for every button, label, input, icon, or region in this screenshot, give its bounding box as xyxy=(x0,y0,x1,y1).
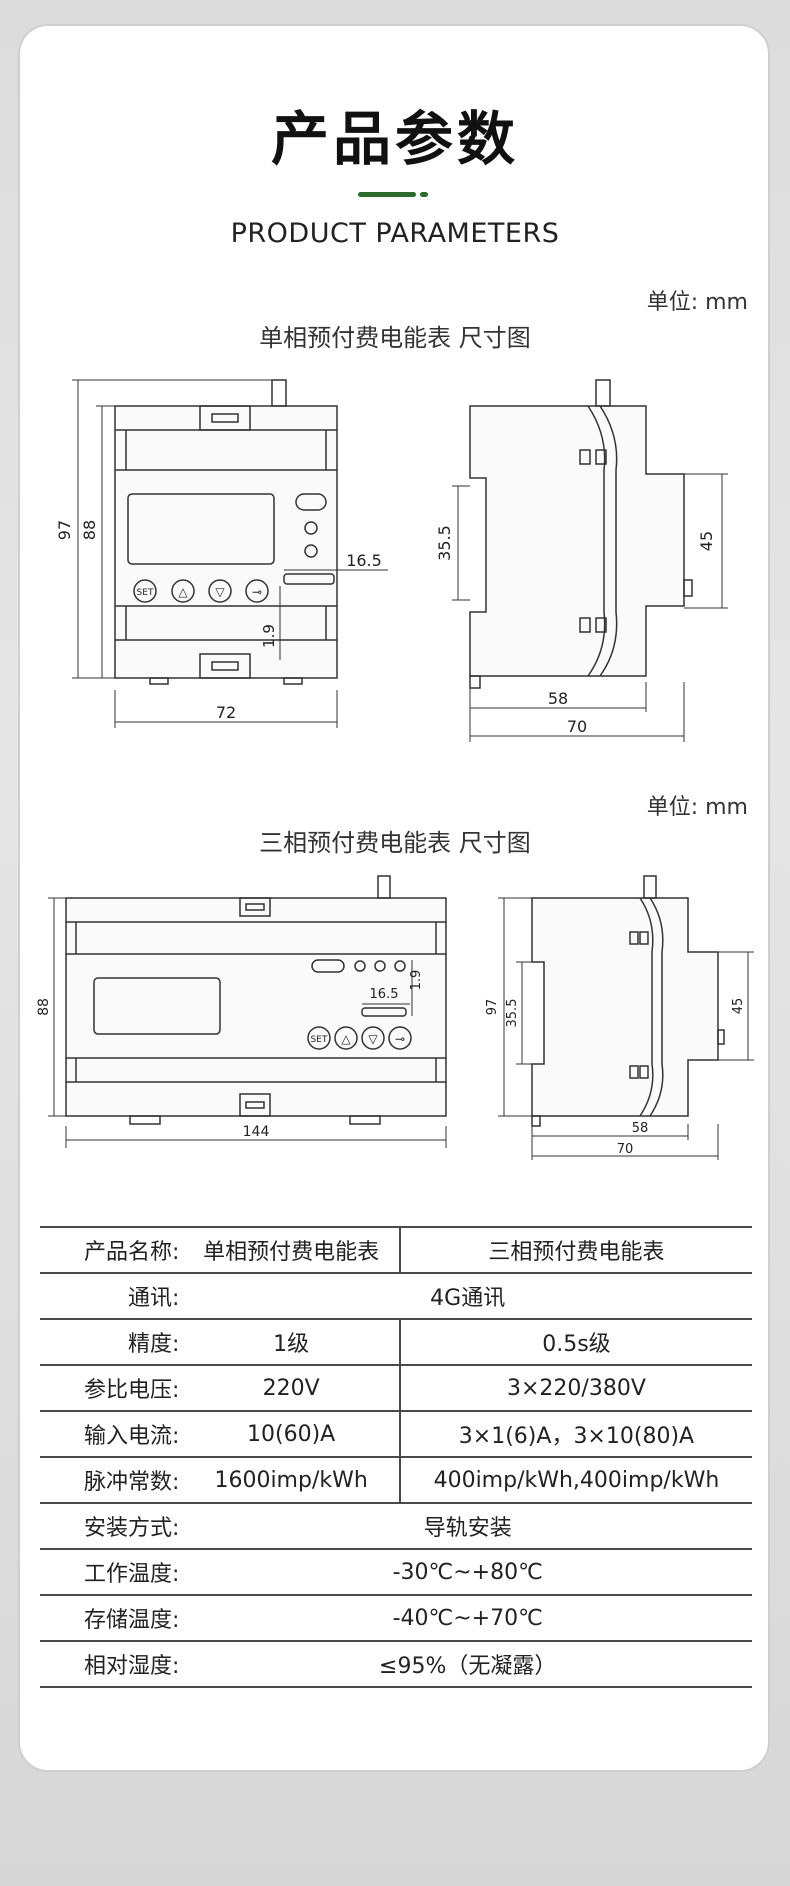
row-label: 产品名称: xyxy=(40,1226,184,1274)
merged-value: ≤95%（无凝露） xyxy=(183,1640,752,1688)
single-up-button-label: △ xyxy=(178,585,188,599)
single-dim-depth-total: 70 xyxy=(567,717,587,736)
three-dim-window-height: 1.9 xyxy=(409,970,424,991)
three-dim-side-height: 45 xyxy=(731,998,746,1015)
three-dim-depth-total: 70 xyxy=(617,1142,634,1157)
single-dim-depth-body: 58 xyxy=(548,689,568,708)
row-label: 输入电流: xyxy=(40,1410,184,1458)
title-accent-bar xyxy=(358,192,416,197)
single-dim-window-width: 16.5 xyxy=(346,551,382,570)
row-label: 通讯: xyxy=(40,1272,184,1320)
three-phase-value: 3×220/380V xyxy=(398,1364,752,1412)
three-up-button-label: △ xyxy=(341,1032,351,1046)
single-phase-value: 单相预付费电能表 xyxy=(183,1226,400,1274)
single-dim-total-height: 97 xyxy=(55,520,74,540)
single-dim-window-height: 1.9 xyxy=(260,624,278,648)
merged-value: 导轨安装 xyxy=(183,1502,752,1550)
single-dim-body-height: 88 xyxy=(80,520,99,540)
table-row: 脉冲常数: 1600imp/kWh 400imp/kWh,400imp/kWh xyxy=(40,1456,752,1504)
single-dim-rail: 35.5 xyxy=(435,525,454,561)
table-row: 相对湿度: ≤95%（无凝露） xyxy=(40,1640,752,1688)
row-label: 相对湿度: xyxy=(40,1640,184,1688)
three-phase-value: 三相预付费电能表 xyxy=(398,1226,752,1274)
row-label: 存储温度: xyxy=(40,1594,184,1642)
single-set-button-label: SET xyxy=(137,588,154,598)
table-row: 输入电流: 10(60)A 3×1(6)A，3×10(80)A xyxy=(40,1410,752,1458)
single-phase-value: 220V xyxy=(183,1364,400,1412)
three-phase-value: 3×1(6)A，3×10(80)A xyxy=(398,1410,752,1458)
table-row: 精度: 1级 0.5s级 xyxy=(40,1318,752,1366)
three-enter-button-label: ⊸ xyxy=(395,1032,405,1046)
page-title: 产品参数 xyxy=(270,105,519,173)
single-phase-value: 1级 xyxy=(183,1318,400,1366)
unit-label-three: 单位: mm xyxy=(646,795,748,820)
three-phase-front-view: SET △ ▽ ⊸ 88 144 16.5 1.9 xyxy=(36,875,447,1148)
three-set-button-label: SET xyxy=(311,1035,328,1045)
row-label: 安装方式: xyxy=(40,1502,184,1550)
row-label: 精度: xyxy=(40,1318,184,1366)
three-phase-side-view: 97 35.5 45 58 70 xyxy=(485,875,754,1160)
table-row: 通讯: 4G通讯 xyxy=(40,1272,752,1320)
single-phase-value: 10(60)A xyxy=(183,1410,400,1458)
single-phase-front-view: SET △ ▽ ⊸ 97 88 72 16.5 1.9 xyxy=(55,379,388,728)
single-phase-diagram-title: 单相预付费电能表 尺寸图 xyxy=(259,324,531,352)
row-label: 参比电压: xyxy=(40,1364,184,1412)
three-phase-diagram-title: 三相预付费电能表 尺寸图 xyxy=(259,829,531,857)
table-row: 工作温度: -30℃~+80℃ xyxy=(40,1548,752,1596)
single-dim-width: 72 xyxy=(216,703,236,722)
table-row: 安装方式: 导轨安装 xyxy=(40,1502,752,1550)
unit-label-single: 单位: mm xyxy=(646,290,748,315)
three-phase-value: 400imp/kWh,400imp/kWh xyxy=(398,1456,752,1504)
single-phase-value: 1600imp/kWh xyxy=(183,1456,400,1504)
three-dim-width: 144 xyxy=(243,1124,270,1140)
three-dim-rail: 35.5 xyxy=(505,999,520,1028)
three-dim-window-width: 16.5 xyxy=(370,987,399,1002)
table-row: 存储温度: -40℃~+70℃ xyxy=(40,1594,752,1642)
three-dim-body-height: 88 xyxy=(36,998,52,1016)
row-label: 脉冲常数: xyxy=(40,1456,184,1504)
single-down-button-label: ▽ xyxy=(215,585,225,599)
table-row: 产品名称: 单相预付费电能表 三相预付费电能表 xyxy=(40,1226,752,1274)
merged-value: -40℃~+70℃ xyxy=(183,1594,752,1642)
three-phase-value: 0.5s级 xyxy=(398,1318,752,1366)
spec-table: 产品名称: 单相预付费电能表 三相预付费电能表 通讯: 4G通讯 精度: 1级 … xyxy=(40,1226,752,1688)
title-accent-dot xyxy=(420,192,428,197)
single-phase-side-view: 35.5 45 58 70 xyxy=(435,379,728,742)
table-row: 参比电压: 220V 3×220/380V xyxy=(40,1364,752,1412)
three-dim-total-height: 97 xyxy=(485,999,500,1016)
merged-value: 4G通讯 xyxy=(183,1272,752,1320)
page-subtitle: PRODUCT PARAMETERS xyxy=(230,218,560,249)
single-enter-button-label: ⊸ xyxy=(252,585,262,599)
single-dim-side-height: 45 xyxy=(697,531,716,551)
merged-value: -30℃~+80℃ xyxy=(183,1548,752,1596)
three-down-button-label: ▽ xyxy=(368,1032,378,1046)
three-dim-depth-body: 58 xyxy=(632,1121,649,1136)
row-label: 工作温度: xyxy=(40,1548,184,1596)
